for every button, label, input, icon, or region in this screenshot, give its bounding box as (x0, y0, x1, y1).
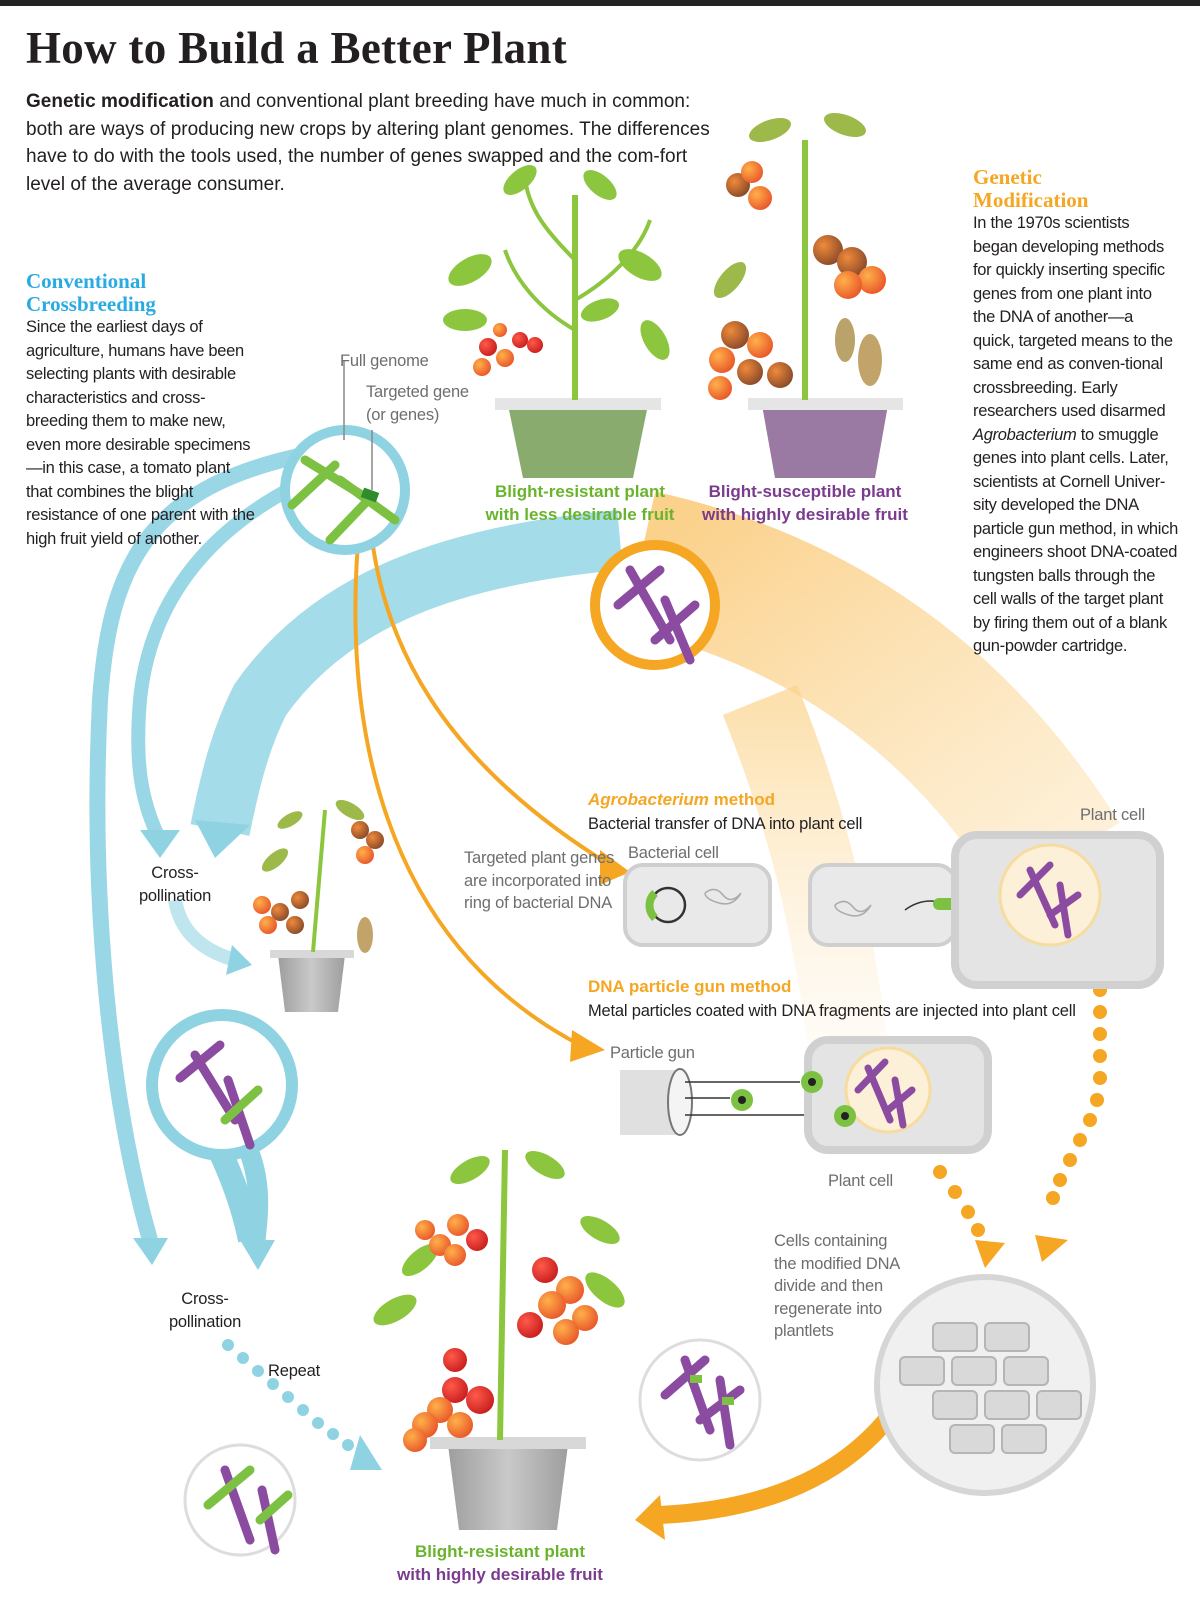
intro-rest: and conventional plant breeding have muc… (26, 91, 710, 195)
orange-arrow-agro (368, 519, 612, 867)
repeat-label: Repeat (268, 1362, 321, 1380)
cross-pollination-1a: Cross- (151, 864, 199, 882)
plant-cell-gun (801, 1036, 992, 1154)
targeted-gene-label-1: Targeted gene (366, 383, 469, 401)
blue-band-from-purple (190, 510, 623, 836)
particle-gun (620, 1068, 830, 1136)
result-label-1: Blight-resistant plant (414, 1542, 585, 1561)
agro-desc: Bacterial transfer of DNA into plant cel… (588, 815, 863, 833)
conventional-body: Since the earliest days of agriculture, … (26, 318, 255, 548)
conventional-section: Conventional Crossbreeding Since the ear… (26, 270, 256, 551)
repeat-dots (222, 1339, 382, 1470)
genetic-section: Genetic Modification In the 1970s scient… (973, 166, 1178, 659)
intro-lead: Genetic modification (26, 91, 214, 112)
plant-cell-label-1: Plant cell (1080, 806, 1145, 824)
agro-method-rest: method (708, 790, 776, 809)
targeted-incorporated-label: Targeted plant genes are incorporated in… (464, 849, 615, 912)
targeted-gene-label-2: (or genes) (366, 406, 440, 424)
orange-dots (933, 983, 1107, 1268)
bacterial-cell-label: Bacterial cell (628, 844, 719, 862)
blue-arc-outer (89, 442, 332, 1243)
full-genome-label: Full genome (340, 352, 429, 370)
petri-dish (874, 1274, 1096, 1496)
orange-arrow-gun (353, 519, 581, 1047)
bacterial-cell-2 (808, 863, 961, 947)
purple-genome-circle (590, 540, 720, 670)
plant-parent-b (708, 112, 903, 478)
cross-pollination-2b: pollination (168, 1313, 242, 1331)
plant-cell-label-2: Plant cell (828, 1172, 893, 1190)
parent-a-label-2: with less desirable fruit (485, 505, 675, 524)
conventional-heading-1: Conventional (26, 269, 147, 293)
page-title: How to Build a Better Plant (26, 23, 568, 73)
gun-method-heading: DNA particle gun method (588, 977, 792, 996)
cross-pollination-2a: Cross- (181, 1290, 229, 1308)
plant-cell-agro (951, 831, 1164, 989)
plant-cross-1 (253, 799, 384, 1012)
genetic-body-post: to smuggle genes into plant cells. Later… (973, 425, 1179, 656)
blue-arc-to-cross1 (131, 463, 333, 844)
gm-circle (638, 1338, 762, 1462)
genetic-body: In the 1970s scientists began developing… (973, 212, 1178, 659)
top-rule (0, 0, 1200, 6)
hybrid-circle-2 (183, 1443, 297, 1557)
parent-b-label-1: Blight-susceptible plant (708, 482, 902, 501)
plant-result (373, 1149, 625, 1530)
plant-parent-a (443, 165, 670, 478)
genetic-body-italic: Agrobacterium (973, 425, 1077, 444)
gun-desc: Metal particles coated with DNA fragment… (588, 1002, 1076, 1020)
agro-method-heading: Agrobacterium method (588, 790, 775, 810)
parent-a-label-1: Blight-resistant plant (494, 482, 665, 501)
hybrid-circle-1 (146, 1009, 298, 1243)
agro-method-italic: Agrobacterium (588, 790, 709, 809)
intro-paragraph: Genetic modification and conventional pl… (26, 88, 716, 198)
particle-gun-label: Particle gun (610, 1044, 695, 1062)
conventional-heading-2: Crossbreeding (26, 292, 156, 316)
bacterial-cell-1 (623, 863, 772, 947)
genetic-heading-1: Genetic (973, 165, 1042, 189)
result-label-2: with highly desirable fruit (397, 1565, 603, 1584)
genetic-body-pre: In the 1970s scientists began developing… (973, 214, 1173, 420)
parent-b-label-2: with highly desirable fruit (702, 505, 908, 524)
cells-divide-label: Cells containing the modified DNA divide… (774, 1232, 900, 1340)
cross-pollination-1b: pollination (138, 887, 212, 905)
genome-circle (280, 360, 410, 555)
genetic-heading-2: Modification (973, 188, 1089, 212)
